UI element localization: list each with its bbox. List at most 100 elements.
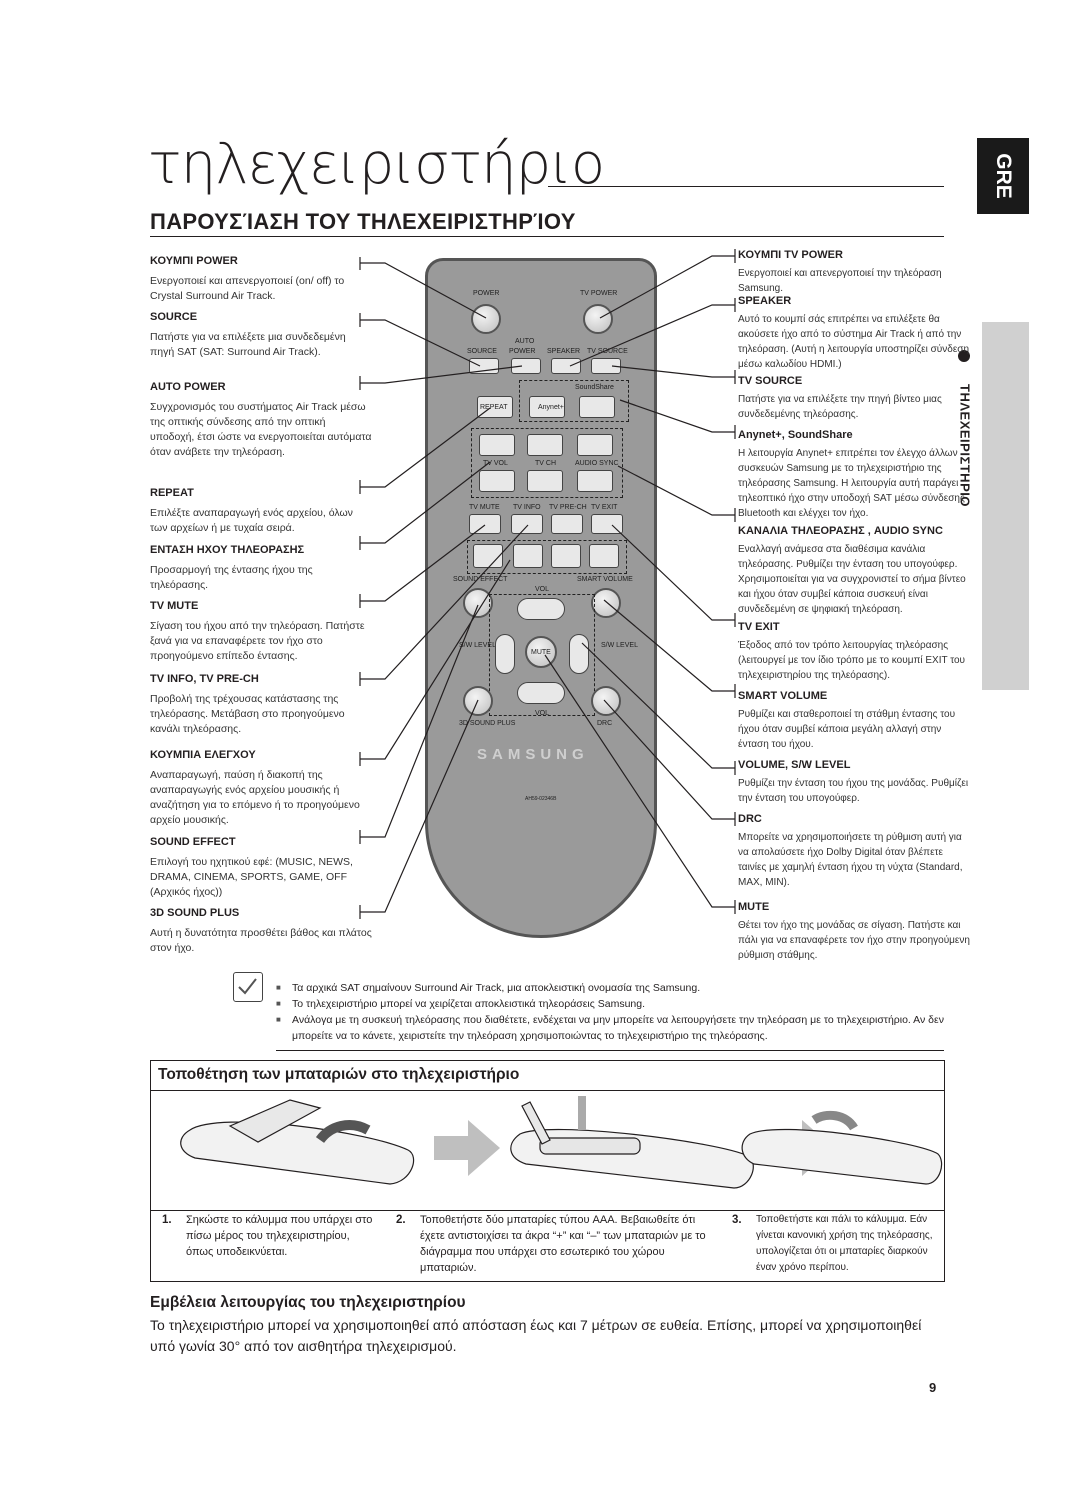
power-button[interactable]: [471, 304, 501, 334]
label-desc: Εναλλαγή ανάμεσα στα διαθέσιμα κανάλια τ…: [738, 544, 966, 615]
anynet-button[interactable]: Anynet+: [529, 396, 565, 418]
bullet-icon: ■: [276, 1015, 281, 1024]
mute-button[interactable]: MUTE: [525, 636, 557, 668]
anynet-group: [519, 380, 629, 422]
label-title: ΚΟΥΜΠΙ TV POWER: [738, 249, 843, 261]
tv-prech-text: TV PRE-CH: [549, 504, 587, 511]
page-number: 9: [929, 1380, 937, 1395]
callout-drc: [603, 699, 736, 826]
volume-down-button[interactable]: [517, 682, 565, 704]
callout-tv-volume: [359, 461, 491, 550]
smart-volume-button[interactable]: [591, 588, 621, 618]
anynet-text: Anynet+: [538, 404, 564, 411]
label-title: SPEAKER: [738, 295, 792, 307]
sw-level-up-button[interactable]: [569, 634, 589, 674]
bullet-icon: [958, 350, 970, 362]
sound-effect-button[interactable]: [463, 588, 493, 618]
callout-tv-source: [611, 365, 736, 384]
drc-button[interactable]: [591, 686, 621, 716]
tv-mute-text: TV MUTE: [469, 504, 500, 511]
soundshare-button[interactable]: [579, 396, 615, 418]
range-title: Εμβέλεια λειτουργίας του τηλεχειριστηρίο…: [150, 1294, 466, 1311]
label-title: ΚΟΥΜΠΙ POWER: [150, 255, 238, 267]
battery-step-2: 2.Τοποθετήστε δύο μπαταρίες τύπου AAA. Β…: [396, 1212, 710, 1276]
label-desc: Προβολή της τρέχουσας κατάστασης της τηλ…: [150, 692, 345, 735]
label-desc: Ενεργοποιεί και απενεργοποιεί (on/ off) …: [150, 274, 345, 302]
tv-vol-up-button[interactable]: [479, 434, 515, 456]
label-desc: Πατήστε για να επιλέξετε την πηγή βίντεο…: [738, 394, 942, 420]
label-desc: Πατήστε για να επιλέξετε μια συνδεδεμένη…: [150, 330, 346, 358]
label-title: ΚΑΝΑΛΙΑ ΤΗΛΕΟΡΑΣΗΣ , AUDIO SYNC: [738, 525, 943, 537]
power-text: POWER: [473, 290, 500, 297]
step-number: 1.: [162, 1214, 172, 1226]
label-desc: Επιλέξτε αναπαραγωγή ενός αρχείου, όλων …: [150, 506, 353, 534]
tv-ch-down-button[interactable]: [527, 470, 563, 492]
label-auto-power: AUTO POWER Συγχρονισμός του συστήματος Ai…: [150, 380, 372, 460]
audio-sync-down-button[interactable]: [577, 470, 613, 492]
mute-text: MUTE: [531, 649, 551, 656]
note-item: ■Το τηλεχειριστήριο μπορεί να χειρίζεται…: [276, 996, 946, 1012]
tv-source-text: TV SOURCE: [587, 348, 628, 355]
source-text: SOURCE: [467, 348, 497, 355]
notes-list: ■ Τα αρχικά SAT σημαίνουν Surround Air Tr…: [276, 980, 946, 1044]
bullet-icon: ■: [276, 983, 281, 992]
callout-anynet: [619, 399, 736, 439]
callout-tv-info: [359, 524, 529, 686]
label-title: AUTO POWER: [150, 381, 226, 393]
repeat-button[interactable]: REPEAT: [477, 396, 513, 418]
volume-up-button[interactable]: [517, 598, 565, 620]
previous-button[interactable]: [473, 544, 503, 568]
tv-mute-button[interactable]: [469, 514, 501, 534]
note-text: Τα αρχικά SAT σημαίνουν Surround Air Tra…: [292, 982, 701, 994]
label-desc: Έξοδος από τον τρόπο λειτουργίας τηλεόρα…: [738, 640, 966, 681]
tv-control-group: [471, 428, 623, 498]
audio-sync-up-button[interactable]: [577, 434, 613, 456]
step-number: 3.: [732, 1214, 742, 1226]
3d-sound-text: 3D SOUND PLUS: [459, 720, 516, 727]
pencil-check-icon: [238, 978, 257, 995]
tv-exit-text: TV EXIT: [591, 504, 618, 511]
tv-prech-button[interactable]: [551, 514, 583, 534]
next-button[interactable]: [589, 544, 619, 568]
label-desc: Συγχρονισμός του συστήματος Air Track μέ…: [150, 400, 372, 458]
playback-group: [467, 540, 627, 574]
tv-vol-down-button[interactable]: [479, 470, 515, 492]
remote-battery-illustration: [510, 1096, 754, 1189]
tv-power-button[interactable]: [583, 304, 613, 334]
side-chapter-label: ΤΗΛΕΧΕΙΡΙΣΤΗΡΙΟ: [948, 350, 982, 510]
callout-sound-effect: [359, 604, 479, 844]
section-rule: [150, 236, 944, 237]
callout-control: [359, 559, 511, 766]
section-title: ΠΑΡΟΥΣΊΑΣΗ ΤΟΥ ΤΗΛΕΧΕΙΡΙΣΤΗΡΊΟΥ: [150, 209, 576, 234]
stop-button[interactable]: [513, 544, 543, 568]
audio-sync-text: AUDIO SYNC: [575, 460, 619, 467]
tv-exit-button[interactable]: [591, 514, 623, 534]
sw-level-left-text: S/W LEVEL: [459, 642, 496, 649]
callout-power: [359, 257, 487, 319]
tv-info-button[interactable]: [511, 514, 543, 534]
note-rule: [276, 1050, 944, 1051]
tv-power-text: TV POWER: [580, 290, 618, 297]
label-title: SMART VOLUME: [738, 690, 828, 702]
callout-smart-volume: [603, 599, 736, 698]
callout-repeat: [359, 407, 491, 494]
speaker-button[interactable]: [551, 358, 581, 374]
tv-source-button[interactable]: [591, 358, 621, 374]
play-pause-button[interactable]: [551, 544, 581, 568]
label-desc: Προσαρμογή της έντασης ήχου της τηλεόρασ…: [150, 563, 313, 591]
note-item: ■ Τα αρχικά SAT σημαίνουν Surround Air Tr…: [276, 980, 946, 996]
label-title: SOUND EFFECT: [150, 836, 236, 848]
auto-power-button[interactable]: [511, 358, 541, 374]
label-desc: Αυτό το κουμπί σάς επιτρέπει να επιλέξετ…: [738, 314, 970, 370]
tv-ch-up-button[interactable]: [527, 434, 563, 456]
sw-level-down-button[interactable]: [495, 634, 515, 674]
battery-title: Τοποθέτηση των μπαταριών στο τηλεχειριστ…: [158, 1066, 520, 1083]
label-title: REPEAT: [150, 487, 194, 499]
